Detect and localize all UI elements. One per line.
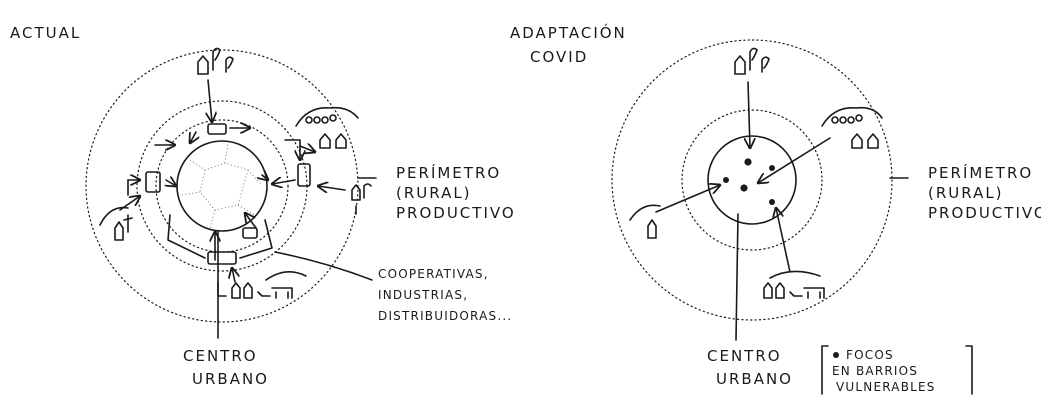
left-title: ACTUAL — [10, 24, 81, 42]
bottom-farm-icon — [217, 271, 307, 299]
right-perimeter-label-2: (RURAL) — [928, 184, 1004, 202]
process-box-left — [145, 171, 161, 193]
covid-top-farm-icon — [734, 47, 770, 75]
legend-label-1: FOCOS — [846, 348, 894, 362]
right-diagram: ADAPTACIÓN COVID — [510, 23, 1041, 395]
covid-left-farm-icon — [629, 204, 661, 239]
right-perimeter-label-3: PRODUCTIVO — [928, 204, 1041, 222]
coop-label-3: DISTRIBUIDORAS... — [378, 309, 512, 323]
process-box-bottom — [207, 251, 237, 265]
urban-core — [176, 140, 268, 232]
left-perimeter-label-2: (RURAL) — [396, 184, 472, 202]
left-diagram: ACTUAL — [10, 24, 516, 388]
urban-core-covid — [707, 135, 797, 225]
outer-rural-ring-covid — [611, 39, 893, 321]
process-box-top — [207, 123, 227, 135]
neighborhood-lines — [181, 142, 263, 229]
right-perimeter-label-1: PERÍMETRO — [928, 163, 1033, 182]
right-center-pointer — [735, 213, 739, 341]
coop-pointer — [274, 251, 373, 281]
inner-ring — [155, 119, 289, 253]
covid-right-orchard-icon — [821, 106, 883, 149]
right-title-1: ADAPTACIÓN — [510, 23, 627, 42]
legend-label-3: VULNERABLES — [836, 380, 936, 394]
left-center-label-2: URBANO — [192, 370, 269, 388]
outer-rural-ring — [85, 49, 359, 323]
right-center-label-1: CENTRO — [707, 347, 782, 365]
process-box-bottom-right — [242, 227, 258, 239]
top-farm-icon — [197, 47, 234, 75]
coop-label-1: COOPERATIVAS, — [378, 267, 489, 281]
legend-box: FOCOS EN BARRIOS VULNERABLES — [821, 345, 973, 395]
right-center-label-2: URBANO — [716, 370, 793, 388]
crop-icon-right — [351, 183, 372, 215]
legend-label-2: EN BARRIOS — [832, 364, 918, 378]
left-perimeter-label-3: PRODUCTIVO — [396, 204, 516, 222]
process-box-right — [297, 163, 311, 187]
right-orchard-icon — [295, 106, 359, 149]
left-perimeter-label-1: PERÍMETRO — [396, 163, 501, 182]
right-title-2: COVID — [530, 48, 588, 66]
middle-ring — [136, 100, 308, 272]
legend-focus-dot — [833, 352, 839, 358]
focus-dots — [723, 158, 775, 205]
left-farm-icon — [99, 206, 133, 241]
covid-bottom-farm-icon — [763, 270, 825, 299]
middle-ring-covid — [681, 109, 823, 251]
coop-label-2: INDUSTRIAS, — [378, 288, 468, 302]
left-center-label-1: CENTRO — [183, 347, 258, 365]
